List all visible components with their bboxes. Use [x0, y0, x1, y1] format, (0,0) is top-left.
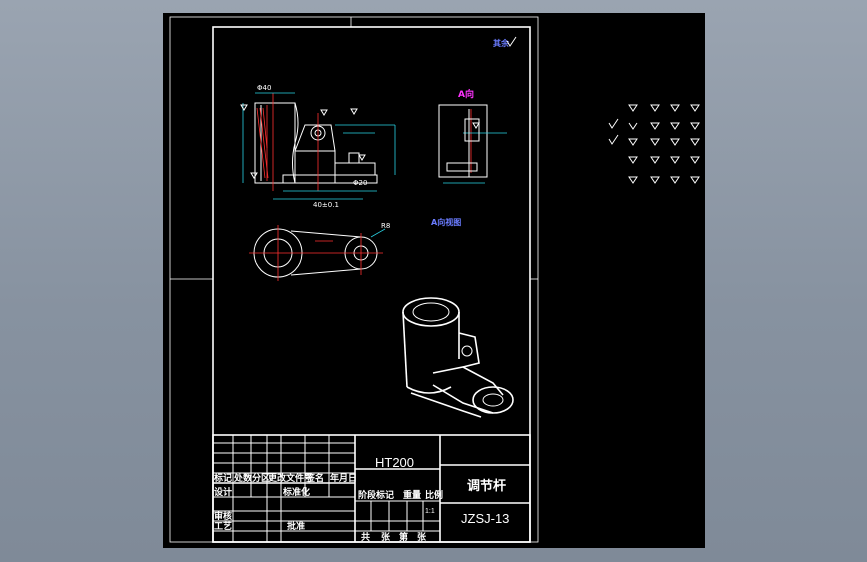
lbl-approve: 批准 [287, 520, 305, 532]
lbl-review: 审核 [214, 510, 232, 522]
lbl-process: 工艺 [214, 520, 232, 532]
hdr-change-doc: 更改文件号 [268, 472, 313, 484]
roughness-check-icon [506, 36, 517, 47]
section-note: A向视图 [431, 217, 461, 227]
lbl-weight: 重量 [403, 489, 421, 501]
roughness-note: 其余 [493, 38, 510, 48]
part-name: 调节杆 [467, 478, 506, 494]
lbl-sheets-2: 张 [417, 531, 427, 543]
drawing-canvas[interactable]: 其余 Φ40 40±0.1 [163, 13, 705, 548]
lbl-number: 第 [399, 531, 408, 543]
lbl-standardize: 标准化 [282, 486, 310, 498]
lbl-total: 共 [361, 531, 370, 543]
engineering-drawing: 其余 Φ40 40±0.1 [169, 16, 700, 543]
material: HT200 [375, 455, 414, 470]
drawing-code: JZSJ-13 [461, 511, 509, 526]
dim-length: 40±0.1 [313, 201, 339, 209]
lbl-ratio: 比例 [425, 489, 443, 501]
title-block [212, 434, 531, 543]
isometric-view [402, 297, 514, 418]
lbl-stage: 阶段标记 [358, 489, 394, 501]
hdr-date: 年月日 [330, 472, 357, 484]
hdr-zone: 分区 [252, 472, 270, 484]
scale: 1:1 [425, 508, 435, 515]
front-view: Φ40 40±0.1 Φ20 [240, 84, 396, 209]
hdr-count: 处数 [233, 472, 253, 484]
symbol-library [608, 104, 700, 184]
lbl-design: 设计 [214, 486, 232, 498]
dim-diameter: Φ40 [257, 84, 271, 92]
svg-text:R8: R8 [381, 222, 390, 230]
hdr-mark: 标记 [213, 472, 232, 484]
hdr-signature: 签名 [305, 472, 324, 484]
dim-base: Φ20 [353, 179, 367, 187]
view-label-a: A向 [458, 88, 474, 100]
top-view: R8 [249, 222, 390, 281]
side-view [438, 104, 507, 184]
lbl-sheets-1: 张 [381, 531, 391, 543]
